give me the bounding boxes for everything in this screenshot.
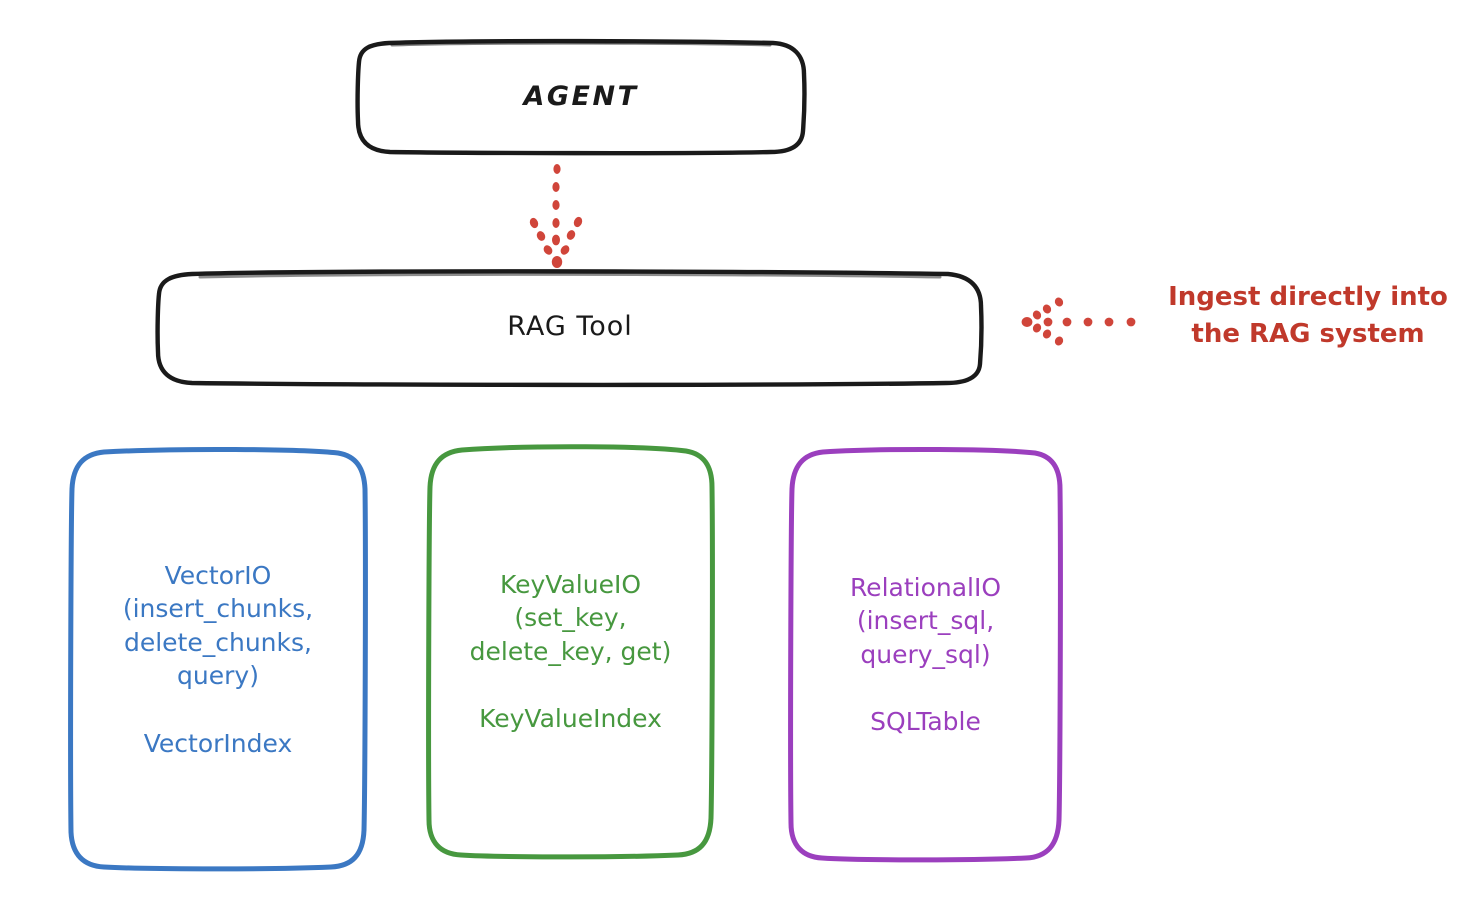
relational-io-node[interactable]: RelationalIO (insert_sql, query_sql) SQL… — [790, 450, 1061, 859]
agent-box-outline-overdraw — [390, 41, 772, 47]
rag-tool-node[interactable]: RAG Tool — [157, 272, 983, 383]
vector-io-box-outline — [68, 446, 368, 872]
relational-io-index-label: SQLTable — [870, 707, 981, 736]
rag-tool-box-outline-overdraw — [198, 272, 942, 279]
key-value-io-api-label: KeyValueIO (set_key, delete_key, get) — [469, 569, 672, 666]
relational-io-api-label: RelationalIO (insert_sql, query_sql) — [849, 572, 1002, 669]
agent-box-outline — [355, 38, 807, 156]
agent-node[interactable]: AGENT — [357, 41, 805, 153]
relational-io-box-outline — [788, 446, 1063, 863]
agent-label: AGENT — [523, 80, 639, 112]
key-value-io-node[interactable]: KeyValueIO (set_key, delete_key, get) Ke… — [428, 447, 713, 856]
agent-to-rag-tool-arrow — [529, 164, 583, 268]
rag-tool-label: RAG Tool — [507, 311, 633, 343]
vector-io-node[interactable]: VectorIO (insert_chunks, delete_chunks, … — [70, 450, 366, 869]
ingest-annotation-text: Ingest directly into the RAG system — [1168, 282, 1448, 349]
ingest-to-rag-tool-arrow — [1021, 297, 1136, 346]
vector-io-api-label: VectorIO (insert_chunks, delete_chunks, … — [122, 560, 314, 691]
rag-tool-box-outline — [155, 269, 984, 388]
key-value-io-box-outline — [426, 444, 715, 860]
vector-io-index-label: VectorIndex — [143, 728, 293, 758]
key-value-io-index-label: KeyValueIndex — [479, 704, 662, 733]
